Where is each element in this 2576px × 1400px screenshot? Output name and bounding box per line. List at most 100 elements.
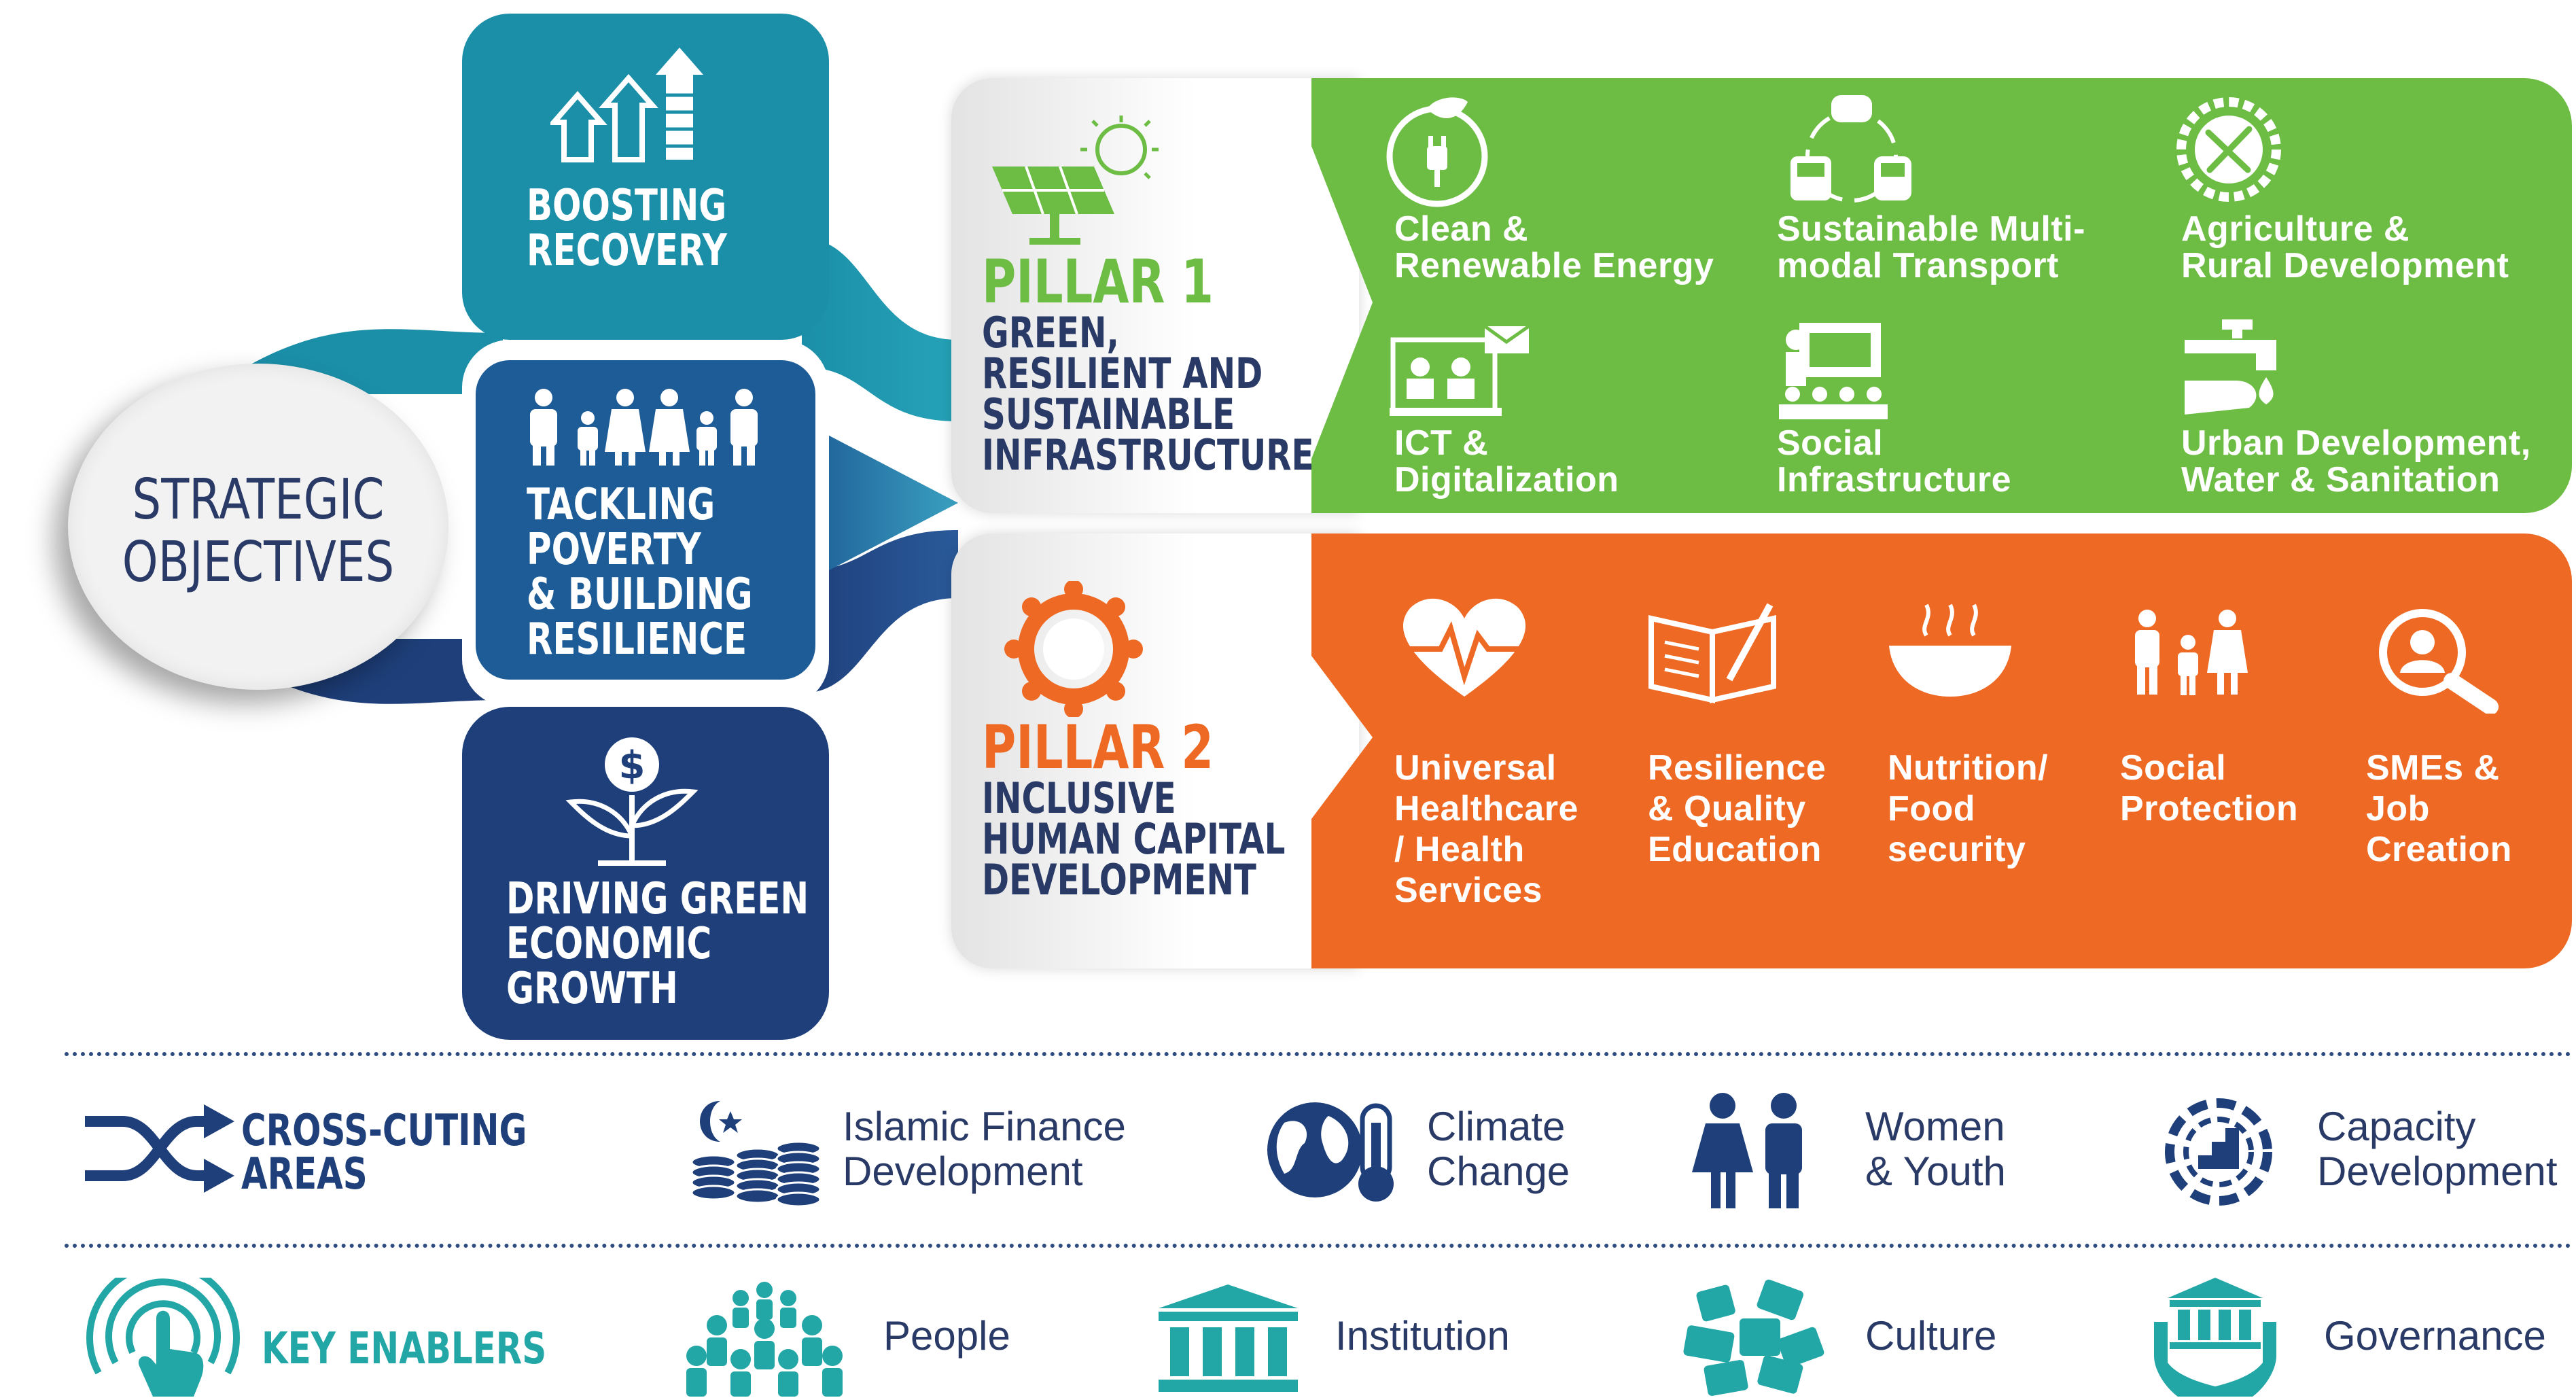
pillar-2-subtitle-line: INCLUSIVE: [982, 773, 1176, 823]
pillar-1-subtitle-line: GREEN,: [982, 308, 1119, 357]
cross-cutting-item-label: Development: [2317, 1149, 2558, 1194]
pillar-1-item-label: Infrastructure: [1777, 460, 2012, 500]
agriculture-icon: [2176, 97, 2281, 202]
pillar-2-subtitle-line: HUMAN CAPITAL: [982, 814, 1286, 864]
magnifier-person-icon: [2379, 609, 2499, 714]
pillar-1-item-label: Water & Sanitation: [2181, 460, 2501, 500]
book-education-icon: [1648, 603, 1776, 703]
svg-text:$: $: [619, 743, 646, 788]
pillar-1-item-label: Sustainable Multi-: [1777, 209, 2085, 249]
pillar-1-item-label: Clean &: [1394, 209, 1529, 249]
climate-globe-icon: [1267, 1102, 1394, 1202]
pillar-1-item-label: modal Transport: [1777, 246, 2059, 285]
pillar-1-title: PILLAR 1: [982, 247, 1214, 317]
arrows-up-icon: [550, 48, 703, 162]
touch-signal-icon: [86, 1278, 240, 1397]
people-circle-icon: [1004, 581, 1143, 717]
pillar-2-card: PILLAR 2 INCLUSIVE HUMAN CAPITAL DEVELOP…: [951, 533, 1359, 968]
pillar-1-item-label: Renewable Energy: [1394, 246, 1714, 285]
pillar-1-item-label: Social: [1777, 423, 1884, 463]
clean-energy-icon: [1386, 97, 1488, 207]
pillar-1-item-label: Rural Development: [2181, 246, 2509, 285]
pillar-2-item-label: Social: [2120, 748, 2227, 788]
money-plant-icon: $: [565, 737, 699, 866]
cross-cutting-item-label: Climate: [1427, 1104, 1566, 1149]
pillar-2-item-label: & Quality: [1648, 789, 1806, 828]
cross-cutting-label: AREAS: [241, 1149, 368, 1200]
pillar-2-item-label: Education: [1648, 830, 1822, 869]
islamic-finance-icon: [690, 1101, 822, 1206]
women-youth-icon: [1692, 1093, 1802, 1208]
objective-label-line: ECONOMIC: [506, 919, 712, 969]
people-icon: [686, 1282, 843, 1397]
family-icon: [2135, 610, 2248, 695]
water-tap-icon: [2185, 319, 2276, 415]
pillar-1-subtitle-line: INFRASTRUCTURE: [982, 430, 1314, 480]
social-infrastructure-icon: [1779, 323, 1888, 419]
pillar-1-areas-box: [1311, 78, 2572, 513]
cross-cutting-item-label: Change: [1427, 1149, 1570, 1194]
cross-cutting-item-label: Women: [1865, 1104, 2005, 1149]
objective-label-line: DRIVING GREEN: [506, 874, 809, 924]
pillar-1-item-label: Urban Development,: [2181, 423, 2531, 463]
objective-label-line: BOOSTING: [527, 181, 727, 231]
objective-label-line: RECOVERY: [527, 226, 727, 276]
objective-label-line: & BUILDING: [527, 570, 753, 620]
pillar-2-item-label: Protection: [2120, 789, 2299, 828]
strategic-objectives-circle: STRATEGIC OBJECTIVES: [68, 364, 448, 690]
key-enabler-label: Institution: [1335, 1313, 1510, 1359]
transport-icon: [1790, 95, 1911, 203]
pillar-1-item-label: ICT &: [1394, 423, 1489, 463]
objective-boosting-recovery: BOOSTING RECOVERY: [462, 14, 829, 340]
pillar-2-item-label: Nutrition/: [1888, 748, 2049, 788]
cross-cutting-item-label: Capacity: [2317, 1104, 2476, 1149]
pillar-1-subtitle-line: RESILIENT AND: [982, 349, 1263, 398]
governance-icon: [2154, 1278, 2276, 1397]
objective-label-line: GROWTH: [506, 964, 678, 1014]
food-bowl-icon: [1889, 603, 2011, 697]
solar-panel-icon: [992, 116, 1159, 245]
key-enabler-label: People: [883, 1313, 1010, 1359]
institution-icon: [1159, 1284, 1298, 1392]
pillar-2-item-label: security: [1888, 830, 2026, 869]
key-enablers-label: KEY ENABLERS: [262, 1324, 547, 1374]
cross-cutting-item-label: Development: [843, 1149, 1083, 1194]
pillar-2-item-label: Universal: [1394, 748, 1557, 788]
capacity-icon: [2165, 1098, 2272, 1206]
cross-cutting-item-label: & Youth: [1865, 1149, 2006, 1194]
pillar-1-item-label: Digitalization: [1394, 460, 1619, 500]
heart-health-icon: [1400, 598, 1529, 697]
pillar-2-item-label: Creation: [2366, 830, 2512, 869]
pillar-2-areas-box: [1311, 533, 2572, 968]
shuffle-arrows-icon: [85, 1104, 234, 1193]
culture-hands-icon: [1683, 1279, 1824, 1396]
pillar-2-title: PILLAR 2: [982, 712, 1214, 782]
pillar-2-subtitle-line: DEVELOPMENT: [982, 855, 1256, 905]
objective-tackling-poverty: TACKLING POVERTY & BUILDING RESILIENCE: [476, 360, 815, 680]
objective-label-line: RESILIENCE: [527, 614, 747, 665]
strategic-title-line: STRATEGIC: [132, 468, 385, 532]
pillar-2-item-label: Resilience: [1648, 748, 1827, 788]
cross-cutting-label: CROSS-CUTING: [241, 1106, 527, 1156]
strategic-title-line: OBJECTIVES: [122, 530, 395, 595]
connector-shapes: [204, 238, 958, 704]
divider-top: [65, 1052, 2572, 1056]
pillar-2-item-label: Healthcare: [1394, 789, 1578, 828]
key-enabler-label: Governance: [2324, 1313, 2546, 1359]
objective-label-line: POVERTY: [527, 525, 701, 575]
pillar-2-item-label: Services: [1394, 871, 1542, 910]
pillar-2-item-label: Food: [1888, 789, 1976, 828]
objective-driving-green-growth: $ DRIVING GREEN ECONOMIC GROWTH: [462, 707, 829, 1040]
objective-label-line: TACKLING: [527, 480, 716, 530]
pillar-2-item-label: SMEs &: [2366, 748, 2500, 788]
pillar-2-item-label: Job: [2366, 789, 2430, 828]
ict-icon: [1390, 324, 1530, 416]
pillar-1-card: PILLAR 1 GREEN, RESILIENT AND SUSTAINABL…: [951, 78, 1359, 513]
family-group-icon: [530, 389, 758, 466]
pillar-2-item-label: / Health: [1394, 830, 1525, 869]
divider-bottom: [65, 1244, 2572, 1248]
pillar-1-subtitle-line: SUSTAINABLE: [982, 389, 1235, 439]
pillar-1-item-label: Agriculture &: [2181, 209, 2410, 249]
cross-cutting-item-label: Islamic Finance: [843, 1104, 1126, 1149]
key-enabler-label: Culture: [1865, 1313, 1997, 1359]
